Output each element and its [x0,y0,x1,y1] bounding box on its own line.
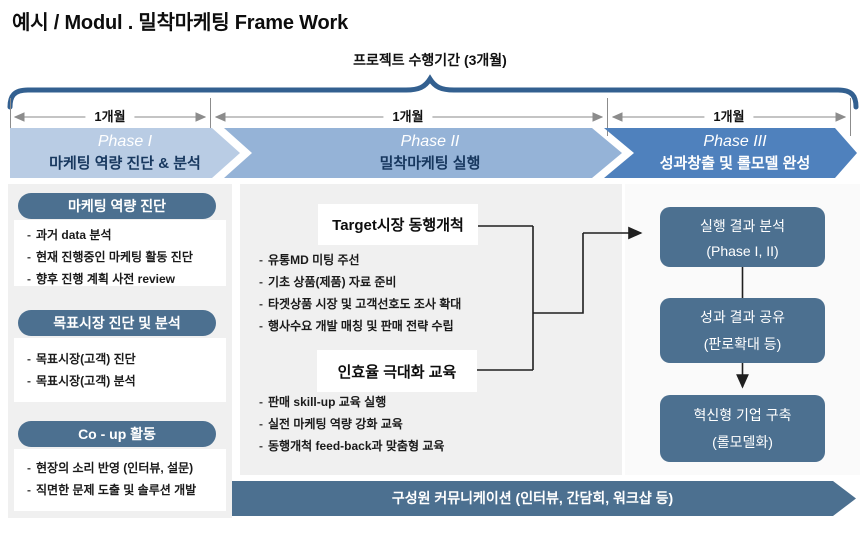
phase3-arrow [604,128,857,178]
left-group3-header: Co - up 활동 [18,421,216,447]
list-item: 과거 data 분석 [14,226,226,248]
month-label-1: 1개월 [85,109,135,125]
phase3-subtitle: 성과창출 및 롤모델 완성 [659,155,811,172]
flow-box-2-line1: 성과 결과 공유 [699,309,786,325]
list-item: 목표시장(고객) 분석 [14,372,226,394]
phase2-arrow [224,128,622,178]
left-group1-box: 과거 data 분석 현재 진행중인 마케팅 활동 진단 향후 진행 계획 사전… [14,220,226,286]
list-item: 현장의 소리 반영 (인터뷰, 설문) [14,459,226,481]
list-item: 판매 skill-up 교육 실행 [254,393,584,415]
period-brace-icon [7,74,859,110]
phase3-name: Phase III [703,133,767,150]
list-item: 현재 진행중인 마케팅 활동 진단 [14,248,226,270]
month-label-2: 1개월 [383,109,433,125]
flow-box-3-line2: (롤모델화) [712,434,773,450]
phase2-label: Phase II 밀착마케팅 실행 [300,131,560,174]
list-item: 타겟상품 시장 및 고객선호도 조사 확대 [254,295,584,317]
list-item: 향후 진행 계획 사전 review [14,270,226,292]
flow-box-3-line1: 혁신형 기업 구축 [693,407,792,423]
flow-box-1-line2: (Phase I, II) [706,242,779,259]
middle-group2-list: 판매 skill-up 교육 실행 실전 마케팅 역량 강화 교육 동행개척 f… [254,393,584,459]
page-title: 예시 / Modul . 밀착마케팅 Frame Work [12,12,348,34]
list-item: 유통MD 미팅 주선 [254,251,584,273]
phase1-label: Phase I 마케팅 역량 진단 & 분석 [10,131,240,174]
phase2-name: Phase II [400,133,460,150]
middle-group1-list: 유통MD 미팅 주선 기초 상품(제품) 자료 준비 타겟상품 시장 및 고객선… [254,251,584,339]
flow-box-1-line1: 실행 결과 분석 [699,217,786,234]
left-group2-box: 목표시장(고객) 진단 목표시장(고객) 분석 [14,338,226,402]
bottom-banner-label: 구성원 커뮤니케이션 (인터뷰, 간담회, 워크샵 등) [391,490,674,506]
phase1-arrow [10,128,240,178]
list-item: 직면한 문제 도출 및 솔루션 개발 [14,481,226,503]
list-item: 행사수요 개발 매칭 및 판매 전략 수립 [254,317,584,339]
phase1-name: Phase I [97,133,153,150]
left-group1-header: 마케팅 역량 진단 [18,193,216,219]
flow-box-3: 혁신형 기업 구축 (롤모델화) [660,395,825,462]
left-group2-header: 목표시장 진단 및 분석 [18,310,216,336]
phase3-label: Phase III 성과창출 및 롤모델 완성 [615,131,855,174]
phase1-subtitle: 마케팅 역량 진단 & 분석 [49,155,201,172]
phase2-subtitle: 밀착마케팅 실행 [379,155,481,172]
flow-box-2: 성과 결과 공유 (판로확대 등) [660,298,825,363]
bottom-banner-arrow [232,481,856,516]
list-item: 동행개척 feed-back과 맞춤형 교육 [254,437,584,459]
middle-group2-header: 인효율 극대화 교육 [317,350,477,392]
month-label-3: 1개월 [704,109,754,125]
flow-box-1: 실행 결과 분석 (Phase I, II) [660,207,825,267]
list-item: 실전 마케팅 역량 강화 교육 [254,415,584,437]
middle-group1-header: Target시장 동행개척 [318,204,478,245]
left-group3-box: 현장의 소리 반영 (인터뷰, 설문) 직면한 문제 도출 및 솔루션 개발 [14,449,226,511]
period-label: 프로젝트 수행기간 (3개월) [353,52,507,68]
list-item: 기초 상품(제품) 자료 준비 [254,273,584,295]
list-item: 목표시장(고객) 진단 [14,350,226,372]
flow-box-2-line2: (판로확대 등) [703,336,782,352]
